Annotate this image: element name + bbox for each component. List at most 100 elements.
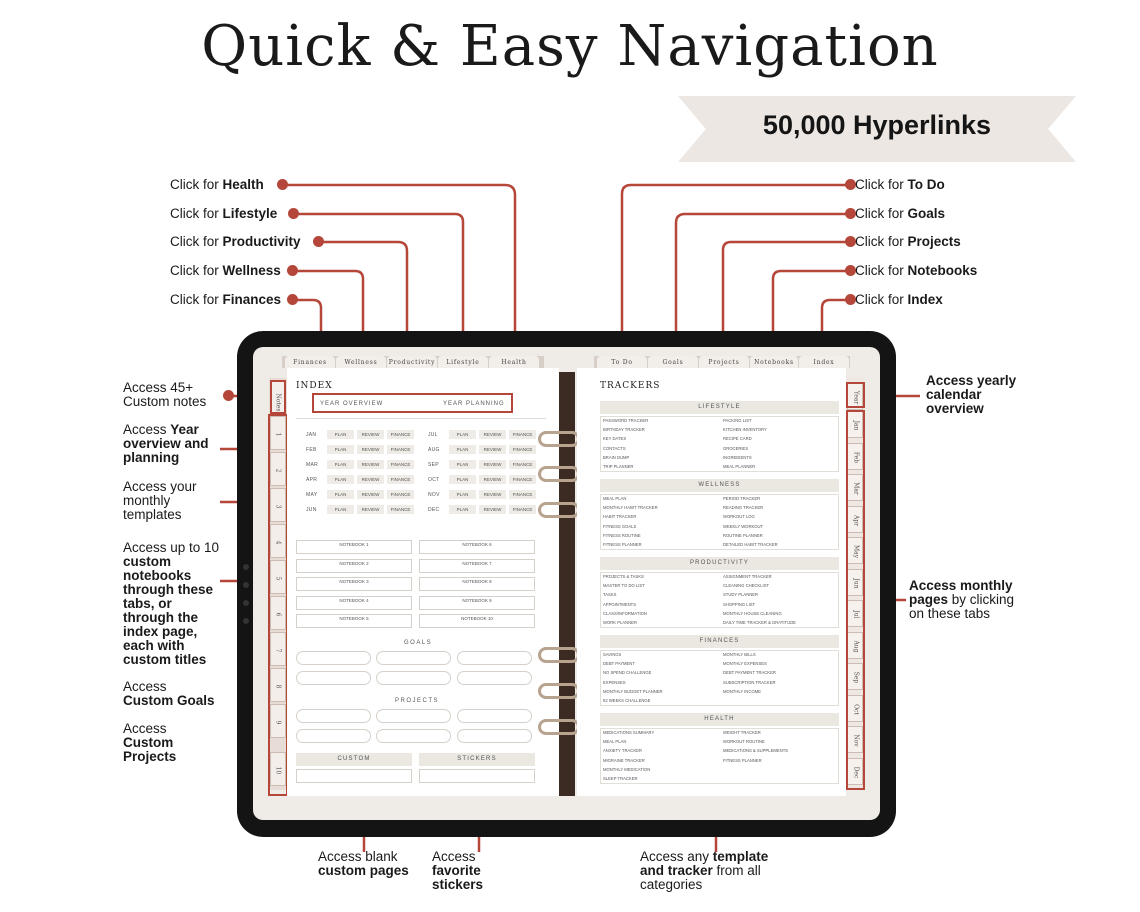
month-finance-link[interactable]: FINANCE: [387, 475, 414, 484]
tracker-link[interactable]: KEY DATES: [603, 436, 627, 442]
month-plan-link[interactable]: PLAN: [449, 460, 476, 469]
side-tab-notebook-10[interactable]: 10: [270, 752, 286, 786]
goal-slot[interactable]: [376, 651, 451, 665]
month-review-link[interactable]: REVIEW: [357, 430, 384, 439]
month-finance-link[interactable]: FINANCE: [509, 490, 536, 499]
tracker-link[interactable]: PROJECTS & TASKS: [603, 574, 644, 579]
month-review-link[interactable]: REVIEW: [357, 460, 384, 469]
goal-slot[interactable]: [376, 671, 451, 685]
tracker-link[interactable]: HABIT TRACKER: [603, 514, 637, 520]
tracker-link[interactable]: MASTER TO DO LIST: [603, 583, 645, 589]
month-finance-link[interactable]: FINANCE: [387, 445, 414, 454]
tracker-link[interactable]: SUBSCRIPTION TRACKER: [723, 679, 776, 685]
tracker-link[interactable]: APPOINTMENTS: [603, 601, 637, 607]
sticker-slot[interactable]: [419, 769, 535, 783]
notebook-link[interactable]: NOTEBOOK 10: [419, 614, 535, 628]
tracker-link[interactable]: FITNESS PLANNER: [723, 757, 762, 763]
side-tab-notebook-1[interactable]: 1: [270, 416, 286, 450]
month-finance-link[interactable]: FINANCE: [387, 505, 414, 514]
tracker-link[interactable]: CLEANING CHECKLIST: [723, 583, 770, 589]
tab-health[interactable]: Health: [489, 356, 539, 368]
tracker-link[interactable]: MONTHLY MEDICATION: [603, 766, 651, 772]
tracker-link[interactable]: WORKOUT LOG: [723, 514, 755, 520]
tab-productivity[interactable]: Productivity: [387, 356, 437, 368]
month-plan-link[interactable]: PLAN: [449, 445, 476, 454]
month-review-link[interactable]: REVIEW: [479, 430, 506, 439]
tracker-link[interactable]: WEIGHT TRACKER: [723, 730, 761, 735]
month-plan-link[interactable]: PLAN: [327, 430, 354, 439]
notebook-link[interactable]: NOTEBOOK 9: [419, 595, 535, 610]
tracker-link[interactable]: DEBT PAYMENT TRACKER: [723, 670, 776, 676]
tracker-link[interactable]: FITNESS GOALS: [603, 523, 637, 529]
month-finance-link[interactable]: FINANCE: [387, 430, 414, 439]
project-slot[interactable]: [296, 729, 371, 743]
notebook-link[interactable]: NOTEBOOK 7: [419, 558, 535, 573]
notebook-link[interactable]: NOTEBOOK 1: [296, 540, 412, 554]
month-review-link[interactable]: REVIEW: [479, 460, 506, 469]
tracker-link[interactable]: MEDICATIONS SUMMARY: [603, 730, 655, 735]
tracker-link[interactable]: INGREDIENTS: [723, 454, 752, 460]
tracker-link[interactable]: MONTHLY HABIT TRACKER: [603, 505, 658, 511]
month-plan-link[interactable]: PLAN: [327, 460, 354, 469]
year-overview-link[interactable]: YEAR OVERVIEW: [320, 401, 384, 407]
notebook-link[interactable]: NOTEBOOK 3: [296, 577, 412, 591]
month-plan-link[interactable]: PLAN: [449, 490, 476, 499]
tracker-link[interactable]: MEAL PLAN: [603, 496, 627, 501]
month-finance-link[interactable]: FINANCE: [387, 460, 414, 469]
custom-slot[interactable]: [296, 769, 412, 783]
year-planning-link[interactable]: YEAR PLANNING: [443, 401, 505, 407]
tracker-link[interactable]: MONTHLY BUDGET PLANNER: [603, 688, 663, 694]
side-tab-notebook-9[interactable]: 9: [270, 704, 286, 738]
month-finance-link[interactable]: FINANCE: [509, 460, 536, 469]
tracker-link[interactable]: MEAL PLANNER: [723, 464, 756, 469]
tracker-link[interactable]: BIRTHDAY TRACKER: [603, 427, 645, 433]
tracker-link[interactable]: MEDICATIONS & SUPPLEMENTS: [723, 748, 789, 754]
month-review-link[interactable]: REVIEW: [357, 505, 384, 514]
side-tab-notebook-8[interactable]: 8: [270, 668, 286, 702]
side-tab-notebook-4[interactable]: 4: [270, 524, 286, 558]
tracker-link[interactable]: KITCHEN INVENTORY: [723, 427, 767, 433]
month-review-link[interactable]: REVIEW: [357, 475, 384, 484]
tracker-link[interactable]: WORK PLANNER: [603, 620, 637, 625]
tracker-link[interactable]: WORKOUT ROUTINE: [723, 739, 765, 745]
tracker-link[interactable]: DEBT PAYMENT: [603, 661, 635, 667]
notebook-link[interactable]: NOTEBOOK 4: [296, 595, 412, 610]
tracker-link[interactable]: EXPENSES: [603, 679, 626, 685]
tracker-link[interactable]: ASSIGNMENT TRACKER: [723, 574, 772, 579]
tracker-link[interactable]: PACKING LIST: [723, 418, 752, 423]
month-plan-link[interactable]: PLAN: [449, 430, 476, 439]
tracker-link[interactable]: SLEEP TRACKER: [603, 776, 638, 781]
notebook-link[interactable]: NOTEBOOK 2: [296, 558, 412, 573]
tracker-link[interactable]: MEAL PLAN: [603, 739, 627, 745]
tracker-link[interactable]: MIGRAINE TRACKER: [603, 757, 645, 763]
tab-projects[interactable]: Projects: [699, 356, 749, 368]
month-finance-link[interactable]: FINANCE: [509, 430, 536, 439]
month-plan-link[interactable]: PLAN: [327, 475, 354, 484]
tracker-link[interactable]: MONTHLY INCOME: [723, 688, 762, 694]
goal-slot[interactable]: [457, 671, 532, 685]
tab-todo[interactable]: To Do: [597, 356, 647, 368]
tracker-link[interactable]: RECIPE CARD: [723, 436, 752, 442]
month-plan-link[interactable]: PLAN: [327, 490, 354, 499]
tracker-link[interactable]: ROUTINE PLANNER: [723, 532, 763, 538]
goal-slot[interactable]: [296, 651, 371, 665]
tracker-link[interactable]: PERIOD TRACKER: [723, 496, 761, 501]
side-tab-notebook-3[interactable]: 3: [270, 488, 286, 522]
goal-slot[interactable]: [457, 651, 532, 665]
tracker-link[interactable]: MONTHLY EXPENSES: [723, 661, 767, 667]
tracker-link[interactable]: TRIP PLANNER: [603, 464, 634, 469]
project-slot[interactable]: [296, 709, 371, 723]
tracker-link[interactable]: WEEKLY WORKOUT: [723, 523, 764, 529]
tracker-link[interactable]: FITNESS ROUTINE: [603, 532, 641, 538]
month-review-link[interactable]: REVIEW: [479, 505, 506, 514]
month-review-link[interactable]: REVIEW: [479, 445, 506, 454]
tracker-link[interactable]: ANXIETY TRACKER: [603, 748, 642, 754]
month-finance-link[interactable]: FINANCE: [387, 490, 414, 499]
tab-notebooks[interactable]: Notebooks: [750, 356, 798, 368]
project-slot[interactable]: [376, 709, 451, 723]
goal-slot[interactable]: [296, 671, 371, 685]
month-finance-link[interactable]: FINANCE: [509, 505, 536, 514]
month-finance-link[interactable]: FINANCE: [509, 445, 536, 454]
tracker-link[interactable]: FITNESS PLANNER: [603, 542, 642, 547]
project-slot[interactable]: [457, 729, 532, 743]
